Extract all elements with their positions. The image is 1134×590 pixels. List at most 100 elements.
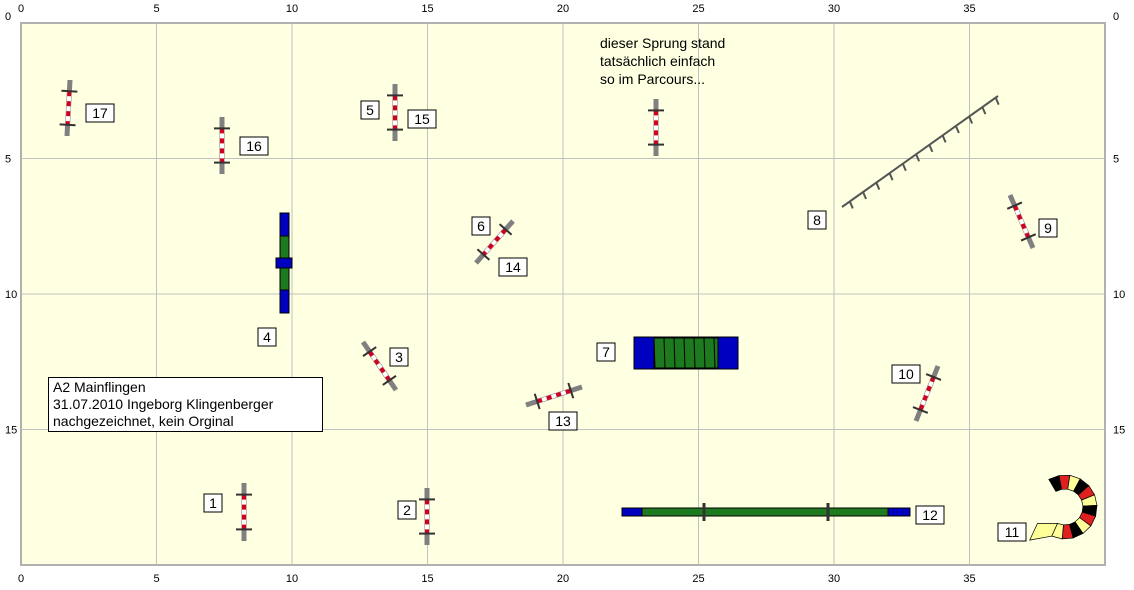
jump-5-15 [387,84,403,141]
number-label: 7 [602,344,610,360]
x-axis-tick-bottom: 30 [828,573,840,585]
jump-3 [360,340,399,392]
number-box [85,103,115,123]
obstacle-number-5: 5 [360,100,380,120]
obstacle-number-8: 8 [807,210,827,230]
number-box [389,347,409,367]
tunnel-7 [633,336,739,370]
obstacle-number-15: 15 [407,109,437,129]
number-label: 6 [477,218,485,234]
number-label: 1 [209,495,217,511]
y-axis-tick-right: 5 [1113,154,1119,166]
jump-wing [59,123,76,127]
a-frame-apex [275,257,293,269]
obstacle-8-tick [901,163,907,172]
jump-1 [236,483,252,541]
obstacle-8-tick [968,116,974,124]
obstacle-8 [841,95,1000,209]
number-box [548,411,578,431]
info-remark: nachgezeichnet, kein Orginal [53,413,234,429]
jump-wing [362,346,377,357]
number-box [360,100,380,120]
jump-extra [648,99,664,156]
obstacle-number-11: 11 [997,522,1027,542]
jump-bar [367,350,392,382]
tunnel-ring [653,337,656,369]
number-box [807,210,827,230]
jump-bar [918,376,936,411]
dog-walk-12 [621,503,911,521]
number-box [915,505,945,525]
obstacle-number-10: 10 [891,364,921,384]
obstacle-number-13: 13 [548,411,578,431]
tunnel-ring [683,337,686,369]
obstacle-number-9: 9 [1038,218,1058,238]
number-box [407,109,437,129]
obstacle-8-tick [994,97,1000,106]
jump-bar [481,228,508,256]
x-axis-tick-top: 20 [557,3,569,15]
tunnel-11 [1029,474,1098,541]
jump-wing [912,406,929,414]
jump-wing [533,393,541,410]
number-box [596,342,616,362]
x-axis-tick-bottom: 25 [692,573,704,585]
y-axis-tick-left: 5 [5,154,11,166]
jump-bar [536,388,572,404]
jump-wing [382,375,397,386]
obstacle-8-tick [888,172,894,181]
jump-10 [912,365,942,422]
tunnel-ring [713,337,716,369]
obstacle-8-tick [941,135,947,143]
number-label: 9 [1044,220,1052,236]
number-label: 4 [263,329,271,345]
x-axis-tick-top: 25 [692,3,704,15]
obstacle-number-12: 12 [915,505,945,525]
number-label: 12 [922,507,938,523]
x-axis-tick-bottom: 20 [557,573,569,585]
jump-bar [65,91,72,125]
jump-16 [214,117,230,174]
tunnel-ring [663,337,666,369]
jump-13 [525,382,583,410]
tunnel-middle [653,337,719,369]
obstacle-8-line [841,95,999,208]
x-axis-tick-bottom: 10 [286,573,298,585]
info-title: A2 Mainflingen [53,379,146,395]
number-box [1038,218,1058,238]
note-line-2: tatsächlich einfach [600,53,716,69]
jump-6-14 [474,219,515,265]
x-axis-tick-bottom: 5 [153,573,159,585]
note-line-1: dieser Sprung stand [600,35,726,51]
a-frame-4 [275,212,293,314]
number-box [997,522,1027,542]
x-axis-tick-bottom: 15 [421,573,433,585]
obstacle-8-tick [981,106,987,115]
note-line-3: so im Parcours... [600,71,706,87]
number-label: 5 [366,102,374,118]
annotation-note: dieser Sprung stand tatsächlich einfach … [600,34,725,88]
x-axis-tick-top: 30 [828,3,840,15]
obstacle-number-14: 14 [498,257,528,277]
obstacle-8-tick [848,201,854,209]
info-date-author: 31.07.2010 Ingeborg Klingenberger [53,396,274,412]
jump-bar [1012,204,1031,239]
x-axis-tick-bottom: 35 [963,573,975,585]
number-label: 17 [92,105,108,121]
obstacle-number-1: 1 [203,493,223,513]
obstacle-number-17: 17 [85,103,115,123]
obstacle-8-tick [928,144,934,153]
jump-9 [1006,194,1037,249]
obstacle-number-3: 3 [389,347,409,367]
jump-wing [1006,201,1023,210]
jump-wing [567,382,575,399]
obstacle-number-16: 16 [239,136,269,156]
number-label: 11 [1005,524,1020,540]
number-box [498,257,528,277]
tunnel-ring [693,337,696,369]
obstacle-8-tick [862,191,867,200]
x-axis-tick-top: 5 [153,3,159,15]
number-label: 14 [505,259,521,275]
number-label: 3 [395,349,403,365]
